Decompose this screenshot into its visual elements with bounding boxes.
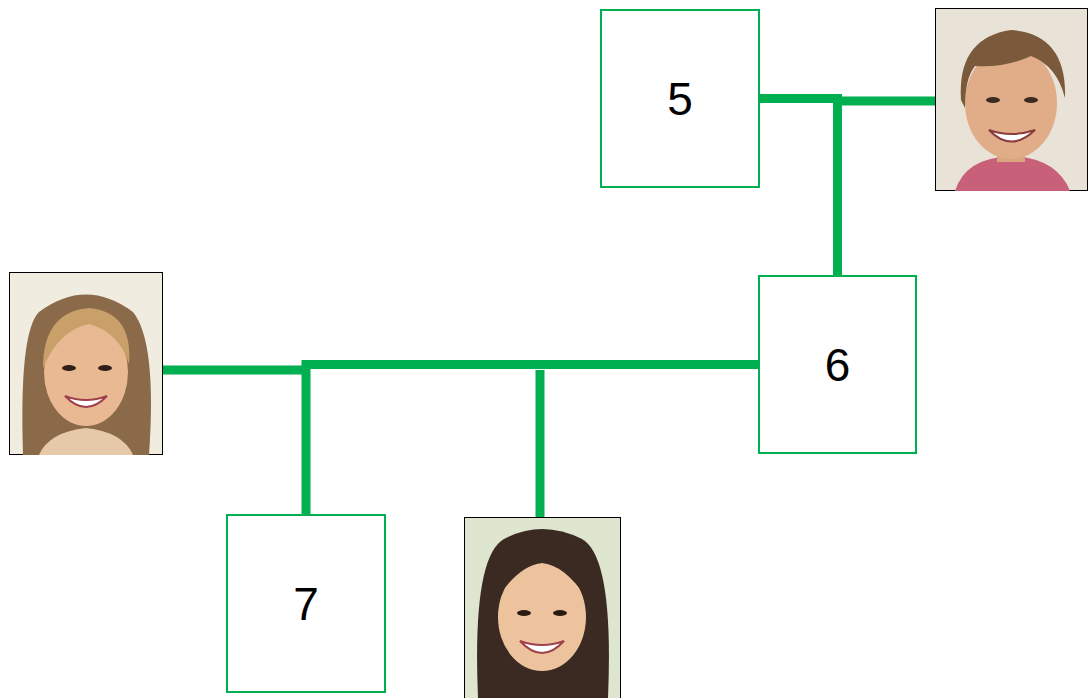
spouse-line — [838, 97, 936, 106]
person-box: 5 — [600, 9, 760, 188]
person-number: 7 — [293, 581, 319, 627]
mother-photo — [9, 272, 163, 455]
family-line — [306, 365, 758, 515]
grandmother-photo — [935, 8, 1088, 191]
child-line — [536, 370, 545, 518]
family-line — [760, 99, 838, 276]
person-box: 6 — [758, 275, 917, 454]
person-number: 6 — [825, 342, 851, 388]
spouse-line — [162, 366, 310, 375]
person-box: 7 — [226, 514, 386, 693]
daughter-photo — [464, 517, 621, 698]
person-number: 5 — [667, 76, 693, 122]
